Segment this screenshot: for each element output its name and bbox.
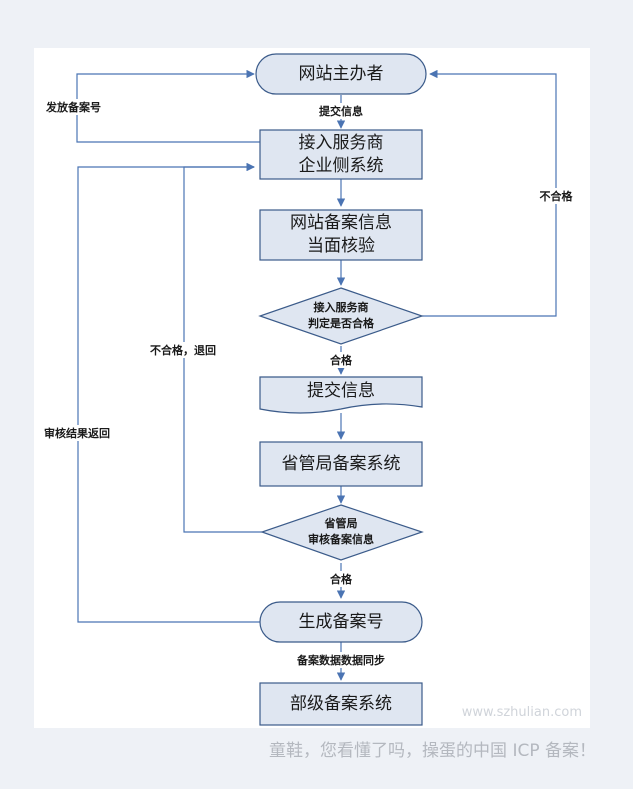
node-province-review-label-1: 省管局	[324, 516, 358, 530]
node-ministry-system-shape	[259, 682, 423, 726]
page-caption: 童鞋，您看懂了吗，操蛋的中国 ICP 备案！	[269, 741, 596, 761]
node-province-system-label: 省管局备案系统	[282, 454, 401, 474]
edge-label-submit-info: 提交信息	[319, 104, 363, 118]
node-isp-judge-shape	[258, 287, 424, 345]
node-generate-number: 生成备案号	[259, 601, 423, 643]
node-isp-judge-label-1: 接入服务商	[314, 300, 369, 314]
edge-label-qualified-1: 合格	[330, 353, 353, 367]
node-isp-system: 接入服务商 企业侧系统	[259, 129, 423, 180]
node-onsite-check: 网站备案信息 当面核验	[259, 209, 423, 261]
edge-audit-result	[77, 162, 262, 623]
edge-label-data-sync: 备案数据数据同步	[296, 653, 385, 667]
node-province-system-shape	[259, 441, 423, 487]
edge-label-not-qualified-return: 不合格，退回	[150, 343, 216, 357]
node-sponsor-label: 网站主办者	[299, 64, 384, 84]
node-province-review-label-2: 审核备案信息	[308, 532, 374, 546]
node-submit-info: 提交信息	[259, 376, 423, 414]
node-isp-judge: 接入服务商 判定是否合格	[258, 287, 424, 345]
node-onsite-check-label-1: 网站备案信息	[290, 213, 392, 233]
edge-label-audit-result-return: 审核结果返回	[44, 426, 110, 440]
edge-label-qualified-2: 合格	[330, 572, 353, 586]
node-isp-system-label-2: 企业侧系统	[299, 156, 384, 176]
node-submit-info-label: 提交信息	[307, 381, 375, 401]
node-province-review: 省管局 审核备案信息	[260, 504, 424, 561]
edge-label-issue-number: 发放备案号	[45, 100, 101, 114]
node-isp-judge-label-2: 判定是否合格	[308, 316, 375, 330]
node-submit-info-shape	[259, 376, 423, 414]
node-isp-system-shape	[259, 129, 423, 180]
nodes: 网站主办者 接入服务商 企业侧系统 网站备案信息 当面核验 接入服务商 判定是否…	[255, 53, 427, 726]
edge-labels: 提交信息 发放备案号 不合格 合格 不合格，退回 审核结果返回 合格 备案数据数…	[42, 99, 576, 668]
edge-label-not-qualified: 不合格	[540, 189, 574, 203]
node-ministry-system-label: 部级备案系统	[290, 694, 392, 714]
node-province-system: 省管局备案系统	[259, 441, 423, 487]
node-generate-number-shape	[259, 601, 423, 643]
node-generate-number-label: 生成备案号	[299, 612, 384, 632]
node-sponsor: 网站主办者	[255, 53, 427, 95]
node-isp-system-label-1: 接入服务商	[299, 133, 384, 153]
node-province-review-shape	[260, 504, 424, 561]
node-onsite-check-label-2: 当面核验	[307, 236, 375, 256]
node-sponsor-shape	[255, 53, 427, 95]
node-onsite-check-shape	[259, 209, 423, 261]
node-ministry-system: 部级备案系统	[259, 682, 423, 726]
watermark: www.szhulian.com	[462, 705, 582, 720]
